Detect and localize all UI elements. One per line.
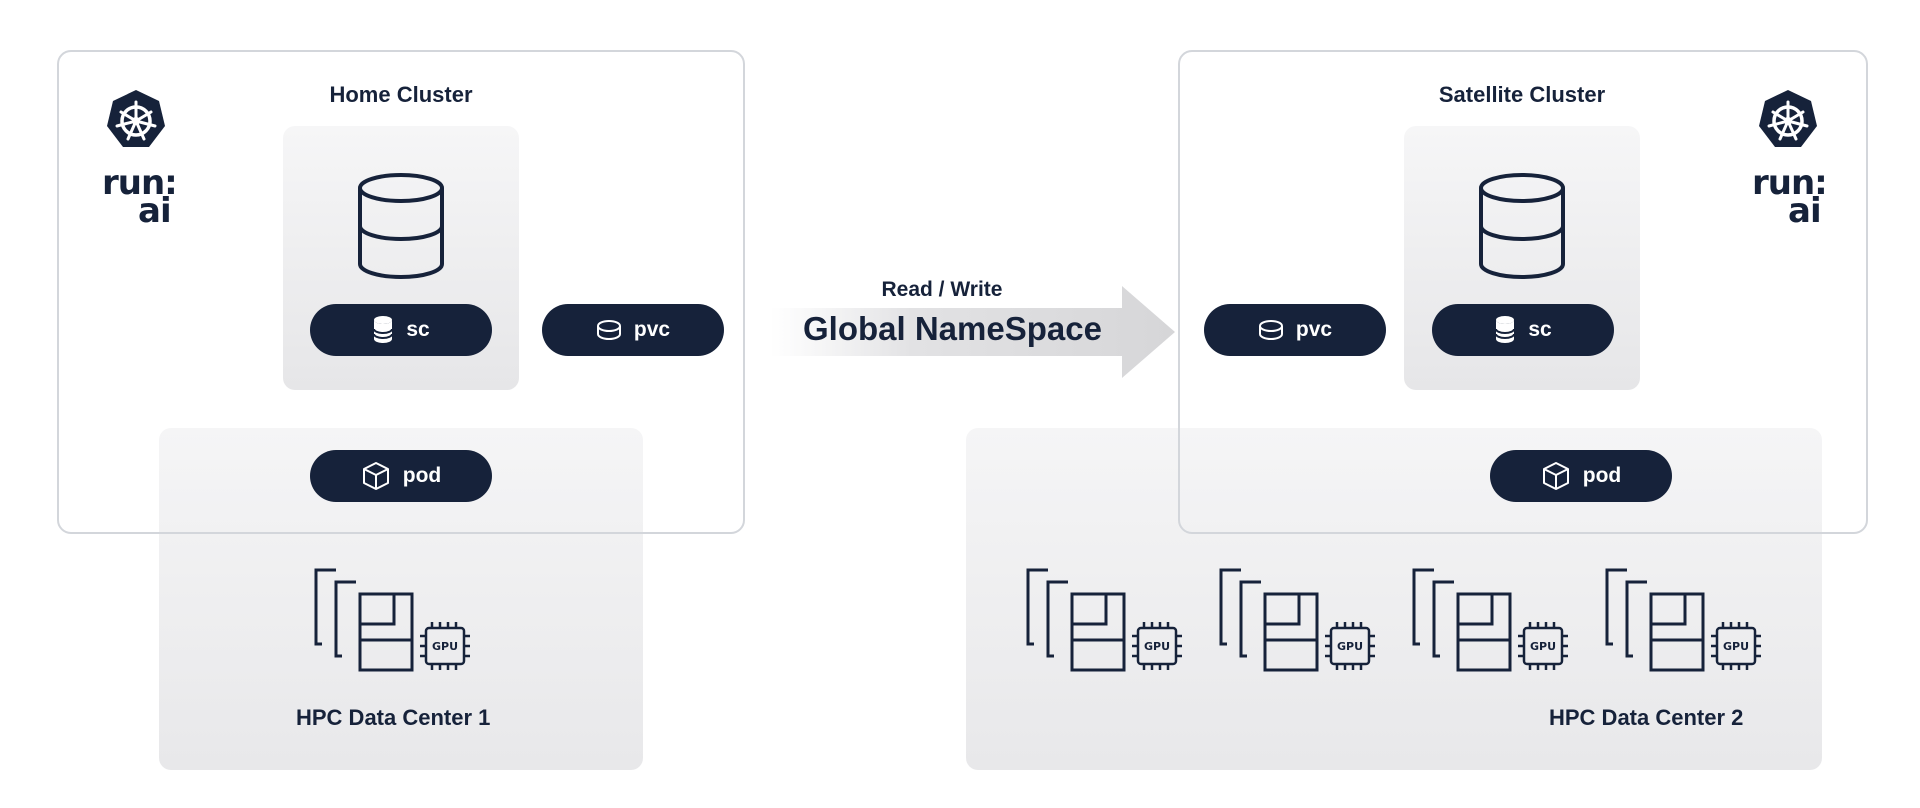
hpc-data-center-2-panel (966, 428, 1822, 770)
satellite-sc-label: sc (1528, 318, 1552, 341)
satellite-sc-pill: sc (1432, 304, 1614, 356)
gpu-chip-label: GPU (1530, 640, 1556, 653)
home-pvc-label: pvc (633, 318, 671, 341)
runai-logo: run: ai (102, 163, 178, 231)
disk-icon (596, 319, 622, 341)
satellite-pod-pill: pod (1490, 450, 1672, 502)
database-icon (1477, 172, 1567, 287)
satellite-pvc-label: pvc (1295, 318, 1333, 341)
global-namespace-arrow (770, 286, 1175, 383)
kubernetes-logo-icon (104, 88, 168, 157)
cube-icon (1541, 461, 1571, 491)
global-namespace-label: Global NameSpace (803, 310, 1102, 347)
runai-logo-top: run: (1752, 163, 1828, 203)
home-sc-label: sc (406, 318, 430, 341)
hpc-data-center-2-label: HPC Data Center 2 (1549, 705, 1744, 730)
gpu-node-icon: GPU (1412, 568, 1572, 681)
kubernetes-logo-icon (1756, 88, 1820, 157)
runai-logo: run: ai (1752, 163, 1828, 231)
gpu-node-icon: GPU (314, 568, 474, 681)
satellite-cluster-title: Satellite Cluster (1438, 82, 1606, 107)
home-sc-pill: sc (310, 304, 492, 356)
read-write-label: Read / Write (881, 278, 1003, 301)
satellite-pod-label: pod (1582, 464, 1622, 487)
database-icon (356, 172, 446, 287)
satellite-pvc-pill: pvc (1204, 304, 1386, 356)
satellite-cluster-frame (1178, 50, 1868, 534)
runai-logo-bottom: ai (138, 191, 172, 231)
runai-logo-bottom: ai (1788, 191, 1822, 231)
gpu-chip-label: GPU (1144, 640, 1170, 653)
runai-logo-top: run: (102, 163, 178, 203)
gpu-chip-label: GPU (1723, 640, 1749, 653)
home-pod-label: pod (402, 464, 442, 487)
disk-icon (1258, 319, 1284, 341)
gpu-node-icon: GPU (1219, 568, 1379, 681)
home-pvc-pill: pvc (542, 304, 724, 356)
storage-class-icon (1494, 315, 1516, 345)
gpu-node-icon: GPU (1026, 568, 1186, 681)
home-cluster-frame (57, 50, 745, 534)
gpu-node-icon: GPU (1605, 568, 1765, 681)
cube-icon (361, 461, 391, 491)
storage-class-icon (372, 315, 394, 345)
gpu-chip-label: GPU (1337, 640, 1363, 653)
home-cluster-title: Home Cluster (329, 82, 473, 107)
gpu-chip-label: GPU (432, 640, 458, 653)
hpc-data-center-1-label: HPC Data Center 1 (296, 705, 491, 730)
home-pod-pill: pod (310, 450, 492, 502)
